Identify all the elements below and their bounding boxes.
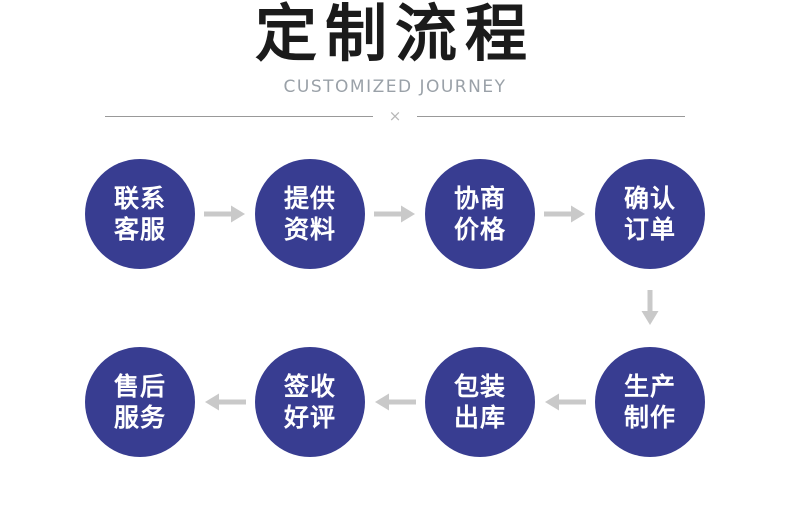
flow-step-label-line1: 确认 <box>623 184 676 213</box>
flow-step-confirm-order: 确认 订单 <box>595 159 705 269</box>
flow-step-label-line1: 包装 <box>453 372 506 401</box>
flow-step-label-line2: 客服 <box>113 215 166 244</box>
arrow-left-icon <box>365 391 425 413</box>
arrow-right-icon <box>535 203 595 225</box>
flow-step-after-sales-service: 售后 服务 <box>85 347 195 457</box>
flow-step-production: 生产 制作 <box>595 347 705 457</box>
flow-row-2: 售后 服务 签收 好评 <box>0 347 790 457</box>
flow-step-label-line2: 制作 <box>623 403 676 432</box>
divider-x-icon: × <box>388 106 402 125</box>
flow-step-label-line1: 签收 <box>283 372 336 401</box>
page-title: 定制流程 <box>254 0 535 70</box>
flow-step-contact-service: 联系 客服 <box>85 159 195 269</box>
process-flow: 联系 客服 提供 资料 <box>0 159 790 457</box>
flow-step-negotiate-price: 协商 价格 <box>425 159 535 269</box>
flow-step-label-line2: 服务 <box>113 403 166 432</box>
flow-step-label-line1: 售后 <box>113 372 166 401</box>
flow-row-connector <box>85 269 705 347</box>
arrow-down-icon <box>638 290 662 330</box>
flow-step-label: 协商 价格 <box>454 183 506 245</box>
flow-step-provide-materials: 提供 资料 <box>255 159 365 269</box>
flow-row-1: 联系 客服 提供 资料 <box>0 159 790 269</box>
flow-step-label-line2: 出库 <box>453 403 506 432</box>
flow-step-label: 售后 服务 <box>114 371 166 433</box>
arrow-right-icon <box>365 203 425 225</box>
flow-step-label-line2: 价格 <box>453 215 506 244</box>
arrow-right-icon <box>195 203 255 225</box>
flow-step-label-line2: 资料 <box>283 215 336 244</box>
flow-step-label-line1: 联系 <box>113 184 166 213</box>
page-subtitle: CUSTOMIZED JOURNEY <box>283 77 507 97</box>
flow-step-label-line2: 好评 <box>283 403 336 432</box>
flow-step-sign-review: 签收 好评 <box>255 347 365 457</box>
flow-step-label: 签收 好评 <box>284 371 336 433</box>
flow-step-label-line1: 生产 <box>623 372 676 401</box>
arrow-left-icon <box>535 391 595 413</box>
arrow-left-icon <box>195 391 255 413</box>
flow-step-label: 提供 资料 <box>284 183 336 245</box>
section-divider: × <box>105 106 686 125</box>
flow-step-label: 联系 客服 <box>114 183 166 245</box>
flow-step-label-line1: 协商 <box>453 184 506 213</box>
flow-step-label: 确认 订单 <box>624 183 676 245</box>
divider-line-left <box>105 115 373 117</box>
flow-step-label: 生产 制作 <box>624 371 676 433</box>
flow-step-label: 包装 出库 <box>454 371 506 433</box>
divider-line-right <box>417 115 686 117</box>
flow-step-label-line2: 订单 <box>623 215 676 244</box>
flow-step-pack-ship: 包装 出库 <box>425 347 535 457</box>
flow-step-label-line1: 提供 <box>283 184 336 213</box>
